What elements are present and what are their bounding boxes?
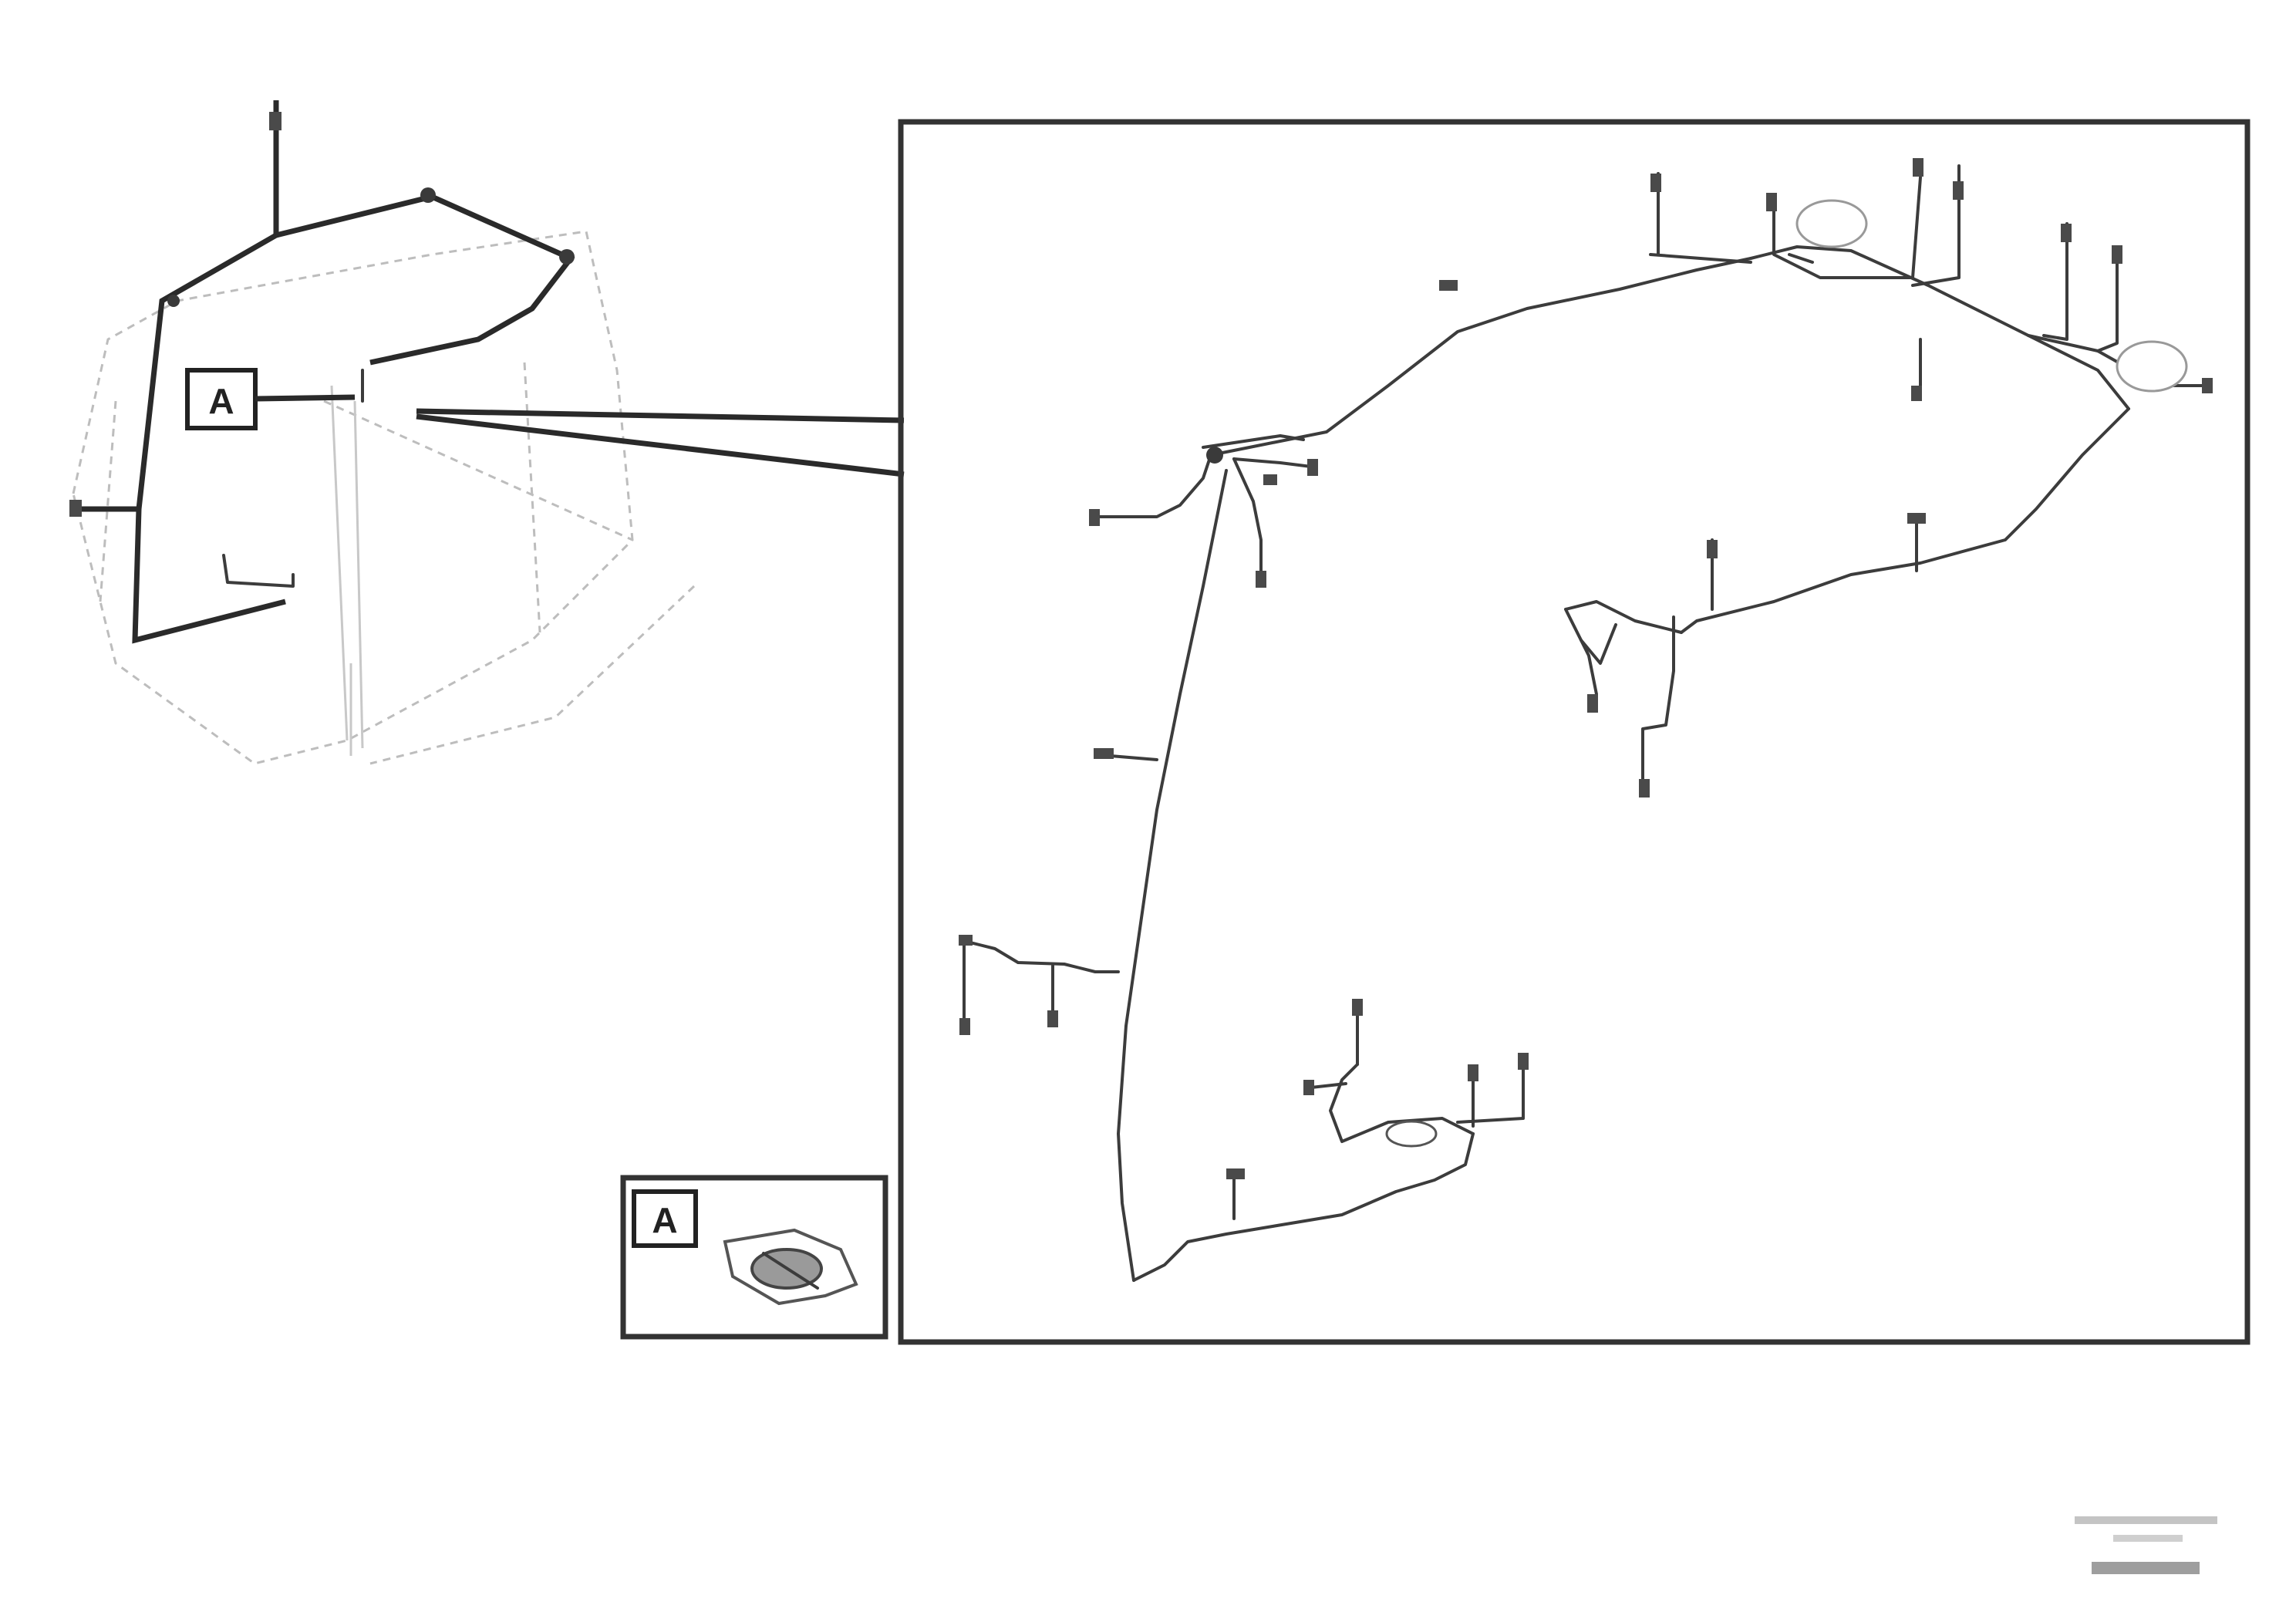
callout-label: A: [652, 1200, 677, 1240]
cab-overview: A: [72, 100, 696, 765]
detail-harness: [963, 164, 2207, 1282]
part-number-marks: [69, 112, 2213, 1179]
inset-frame: [620, 1175, 888, 1340]
callout-label: A: [208, 381, 234, 421]
lamp-unit: [1795, 199, 1868, 248]
callout-box: [632, 1189, 698, 1248]
lamp-unit: [2116, 340, 2188, 393]
connector-clip: [420, 187, 436, 203]
connector-clip: [1206, 447, 1223, 464]
connector-clip: [167, 295, 180, 307]
inset-detail-a: A: [620, 1175, 888, 1340]
connector-plug: [1385, 1120, 1438, 1148]
callout-box: [185, 368, 258, 430]
detail-leader: [416, 408, 905, 477]
detail-view-frame: [898, 119, 2250, 1345]
connector-clip: [559, 249, 575, 265]
drawing-reference: [2075, 1516, 2217, 1574]
